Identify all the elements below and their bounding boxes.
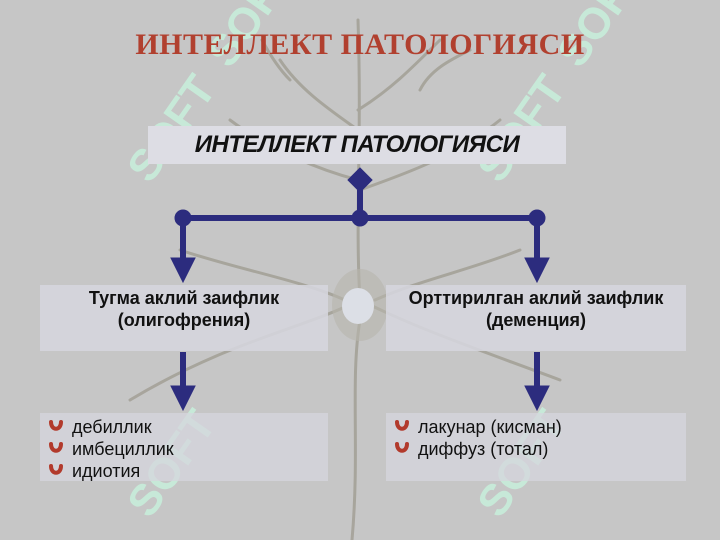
branch-box-acquired: Орттирилган аклий заифлик (деменция): [386, 285, 686, 351]
list-box-acquired: лакунар (кисман) диффуз (тотал): [386, 413, 686, 481]
list-item: дебиллик: [48, 416, 174, 438]
branch-box-congenital: Тугма аклий заифлик (олигофрения): [40, 285, 328, 351]
list-item: лакунар (кисман): [394, 416, 562, 438]
slide-title: ИНТЕЛЛЕКТ ПАТОЛОГИЯСИ: [135, 28, 585, 61]
branch-title-line2: (деменция): [485, 310, 587, 330]
list-item-label: идиотия: [72, 461, 141, 481]
list-item-label: лакунар (кисман): [418, 417, 562, 437]
list-item: диффуз (тотал): [394, 438, 562, 460]
list-item: имбециллик: [48, 438, 174, 460]
list-item-label: диффуз (тотал): [418, 439, 549, 459]
acquired-list: лакунар (кисман) диффуз (тотал): [394, 416, 562, 460]
list-item-label: имбециллик: [72, 439, 174, 459]
list-box-congenital: дебиллик имбециллик идиотия: [40, 413, 328, 481]
bullet-icon: [49, 442, 63, 453]
branch-title-line1: Орттирилган аклий заифлик: [408, 288, 664, 308]
main-heading-box: ИНТЕЛЛЕКТ ПАТОЛОГИЯСИ: [148, 126, 566, 164]
branch-title-line1: Тугма аклий заифлик: [88, 288, 280, 308]
bullet-icon: [49, 420, 63, 431]
branch-title-line2: (олигофрения): [117, 310, 251, 330]
list-item: идиотия: [48, 460, 174, 482]
bullet-icon: [49, 464, 63, 475]
congenital-list: дебиллик имбециллик идиотия: [48, 416, 174, 482]
main-heading: ИНТЕЛЛЕКТ ПАТОЛОГИЯСИ: [194, 131, 520, 158]
bullet-icon: [395, 442, 409, 453]
bullet-icon: [395, 420, 409, 431]
list-item-label: дебиллик: [72, 417, 152, 437]
